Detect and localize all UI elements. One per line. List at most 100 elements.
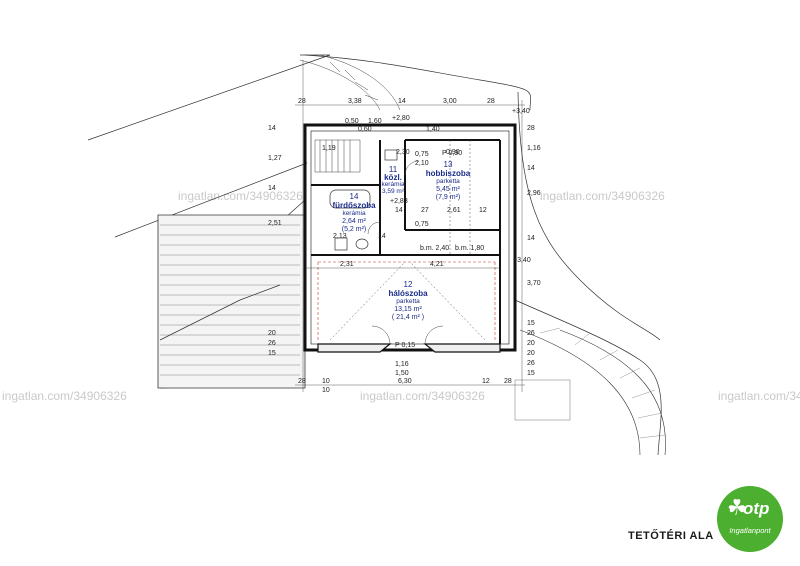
- room-kozl: 11 közl. kerámia 3,59 m²: [381, 165, 405, 195]
- right-spiral-stair: [514, 327, 666, 456]
- dim-label: 2,31: [340, 261, 354, 268]
- room-name: hálószoba: [388, 289, 428, 298]
- top-stair: [299, 54, 401, 111]
- room-name: hobbiszoba: [426, 169, 471, 178]
- room-area: 3,59 m²: [382, 188, 405, 195]
- otp-logo-icon: ☘: [727, 496, 747, 521]
- interior-walls: [311, 139, 501, 344]
- room-area-gross: (5,2 m²): [342, 226, 367, 233]
- dim-label: 1,16: [527, 145, 541, 152]
- logo-name: otp: [743, 499, 770, 518]
- dim-label: 10: [322, 378, 330, 385]
- dim-label: 0,75: [415, 221, 429, 228]
- inner-stair: [314, 139, 361, 173]
- dim-label: 2,61: [447, 207, 461, 214]
- door-swings: [367, 160, 444, 345]
- dim-label: 26: [527, 330, 535, 337]
- dim-label: 12: [482, 378, 490, 385]
- watermark-text: ingatlan.com/34906326: [718, 389, 800, 403]
- dim-label: 20: [527, 340, 535, 347]
- dim-label: 14: [395, 207, 403, 214]
- room-floor: parketta: [436, 178, 460, 185]
- small-label: b.m. 2,40: [420, 245, 449, 252]
- roof-ridge-lines: [329, 140, 486, 341]
- room-name: fürdőszoba: [332, 201, 376, 210]
- dim-label: 2,10: [415, 160, 429, 167]
- room-area: 2,64 m²: [342, 218, 366, 225]
- dim-label: 3,38: [348, 98, 362, 105]
- room-number: 14: [350, 192, 359, 201]
- dims-top: 28 3,38 14 3,00 28: [298, 98, 495, 105]
- dim-label: 26: [527, 360, 535, 367]
- room-number: 12: [404, 280, 413, 289]
- dim-label: 14: [378, 233, 386, 240]
- room-number: 11: [389, 165, 398, 174]
- door-label: P 0,90: [442, 150, 462, 157]
- dims-bottom: 28 10 6,30 12 28: [298, 378, 512, 385]
- dim-label: 4,21: [430, 261, 444, 268]
- otp-logo: ☘ otp Ingatlanpont: [717, 486, 783, 552]
- bottom-dormer: [317, 343, 501, 353]
- dim-label: 14: [268, 125, 276, 132]
- small-labels: P 0,90 P 0,15 b.m. 2,40 b.m. 1,80 1,19: [322, 145, 484, 349]
- dim-label: 28: [527, 125, 535, 132]
- watermark-text: ingatlan.com/34906326: [540, 189, 665, 203]
- dim-label: 0,75: [415, 151, 429, 158]
- dim-label: 2,30: [396, 149, 410, 156]
- dim-label: 14: [527, 165, 535, 172]
- dim-label: 20: [527, 350, 535, 357]
- dim-label: 2,13: [333, 233, 347, 240]
- dormer-label: P 0,15: [395, 342, 415, 349]
- dim-label: 15: [527, 320, 535, 327]
- dim-label: 0,90: [446, 149, 460, 156]
- dim-label: 14: [268, 185, 276, 192]
- dim-label: 1,60: [368, 118, 382, 125]
- dim-label: 12: [479, 207, 487, 214]
- dim-label: 1,40: [426, 126, 440, 133]
- level-label: +3,40: [512, 108, 530, 115]
- dim-label: 14: [527, 235, 535, 242]
- small-label: 1,19: [322, 145, 336, 152]
- dimension-lines: [295, 60, 525, 392]
- dim-label: 1,16: [395, 361, 409, 368]
- dim-label: 0,50: [345, 118, 359, 125]
- room-floor: kerámia: [342, 210, 366, 217]
- dim-label: 28: [504, 378, 512, 385]
- room-hobbiszoba: 13 hobbiszoba parketta 5,45 m² (7,9 m²): [426, 160, 471, 201]
- dim-label: 1,50: [395, 370, 409, 377]
- dim-label: 27: [421, 207, 429, 214]
- floor-title: TETŐTÉRI ALA: [628, 530, 714, 542]
- dim-label: 15: [268, 350, 276, 357]
- room-area: 5,45 m²: [436, 186, 460, 193]
- dim-label: 28: [298, 378, 306, 385]
- room-name: közl.: [384, 173, 402, 182]
- dim-label: 3,70: [527, 280, 541, 287]
- dim-label: 1,27: [268, 155, 282, 162]
- roof-lines: [317, 261, 496, 340]
- level-markers: +2,80 +3,40 +2,83 +3,40: [390, 108, 531, 264]
- dim-label: 6,30: [398, 378, 412, 385]
- room-area: 13,15 m²: [394, 306, 422, 313]
- dim-label: 2,51: [268, 220, 282, 227]
- room-floor: parketta: [396, 298, 420, 305]
- room-area-gross: (7,9 m²): [436, 194, 461, 201]
- watermarks: ingatlan.com/34906326 ingatlan.com/34906…: [2, 189, 800, 403]
- dim-label: 2,96: [527, 190, 541, 197]
- dim-label: 10: [322, 387, 330, 394]
- outer-walls: [303, 123, 517, 352]
- dims-left: 14 1,27 14 2,51 20 26 15 10: [268, 125, 330, 394]
- logo-subtitle: Ingatlanpont: [729, 526, 771, 535]
- bathroom-fixtures: [329, 149, 398, 251]
- room-number: 13: [444, 160, 453, 169]
- left-stair-block: [157, 214, 306, 389]
- dim-label: 0,60: [358, 126, 372, 133]
- small-label: b.m. 1,80: [455, 245, 484, 252]
- level-label: +2,80: [392, 115, 410, 122]
- room-floor: kerámia: [381, 181, 405, 188]
- room-area-gross: ( 21,4 m² ): [392, 314, 424, 321]
- watermark-text: ingatlan.com/34906326: [178, 189, 303, 203]
- dim-label: 28: [298, 98, 306, 105]
- dim-label: 28: [487, 98, 495, 105]
- dim-label: 15: [527, 370, 535, 377]
